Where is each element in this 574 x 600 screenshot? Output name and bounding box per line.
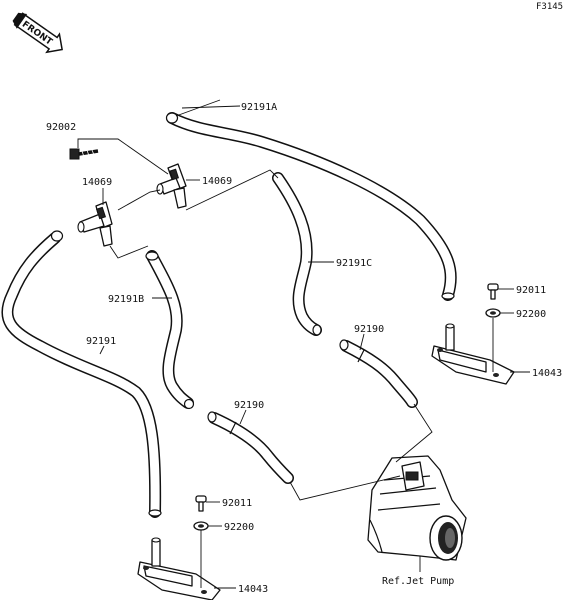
label-92190-lower: 92190 bbox=[234, 400, 264, 411]
label-92200-left: 92200 bbox=[224, 522, 254, 533]
connection-fitting-lower-hose-b bbox=[109, 245, 149, 259]
label-ref-jet-pump: Ref.Jet Pump bbox=[382, 576, 454, 587]
jet-pump bbox=[367, 455, 467, 561]
bracket-14043-right bbox=[431, 323, 515, 385]
label-92002: 92002 bbox=[46, 122, 76, 133]
label-92191a: 92191A bbox=[241, 102, 277, 113]
connection-fitting-upper-hose-c bbox=[185, 169, 279, 211]
label-92190-upper: 92190 bbox=[354, 324, 384, 335]
label-14043-right: 14043 bbox=[532, 368, 562, 379]
fitting-14069-upper bbox=[156, 163, 187, 209]
label-92200-right: 92200 bbox=[516, 309, 546, 320]
figure-code: F3145 bbox=[536, 2, 563, 12]
bracket-14043-left bbox=[137, 537, 221, 600]
connection-hose-upper-pump bbox=[395, 403, 433, 463]
hose-92191b bbox=[145, 250, 195, 410]
leader-92191a-b bbox=[175, 99, 221, 117]
screw-92002 bbox=[69, 148, 99, 160]
label-14069-lower: 14069 bbox=[82, 177, 112, 188]
hose-92191c bbox=[272, 172, 322, 336]
leader-92002 bbox=[77, 138, 169, 175]
washer-92200-left bbox=[193, 521, 209, 531]
fitting-14069-lower bbox=[77, 201, 113, 247]
hose-92191a bbox=[165, 112, 457, 301]
hose-92190-upper bbox=[339, 339, 418, 408]
connection-fitting-lower-upper bbox=[117, 189, 161, 211]
label-92191c: 92191C bbox=[336, 258, 372, 269]
label-92191: 92191 bbox=[86, 336, 116, 347]
connection-hose-lower-pump bbox=[289, 475, 401, 501]
label-14043-left: 14043 bbox=[238, 584, 268, 595]
leader-92190-upper bbox=[359, 333, 365, 351]
label-14069-upper: 14069 bbox=[202, 176, 232, 187]
label-92011-right: 92011 bbox=[516, 285, 546, 296]
front-direction-badge: FRONT bbox=[12, 12, 63, 54]
hose-92191 bbox=[1, 230, 162, 518]
leader-92190-lower bbox=[239, 409, 247, 425]
leader-92191 bbox=[99, 345, 105, 355]
label-92191b: 92191B bbox=[108, 294, 144, 305]
bolt-92011-left bbox=[195, 495, 207, 512]
washer-92200-right bbox=[485, 308, 501, 318]
label-92011-left: 92011 bbox=[222, 498, 252, 509]
leader-92191a bbox=[181, 105, 241, 109]
bolt-92011-right bbox=[487, 283, 499, 300]
hose-92190-lower bbox=[207, 411, 294, 484]
